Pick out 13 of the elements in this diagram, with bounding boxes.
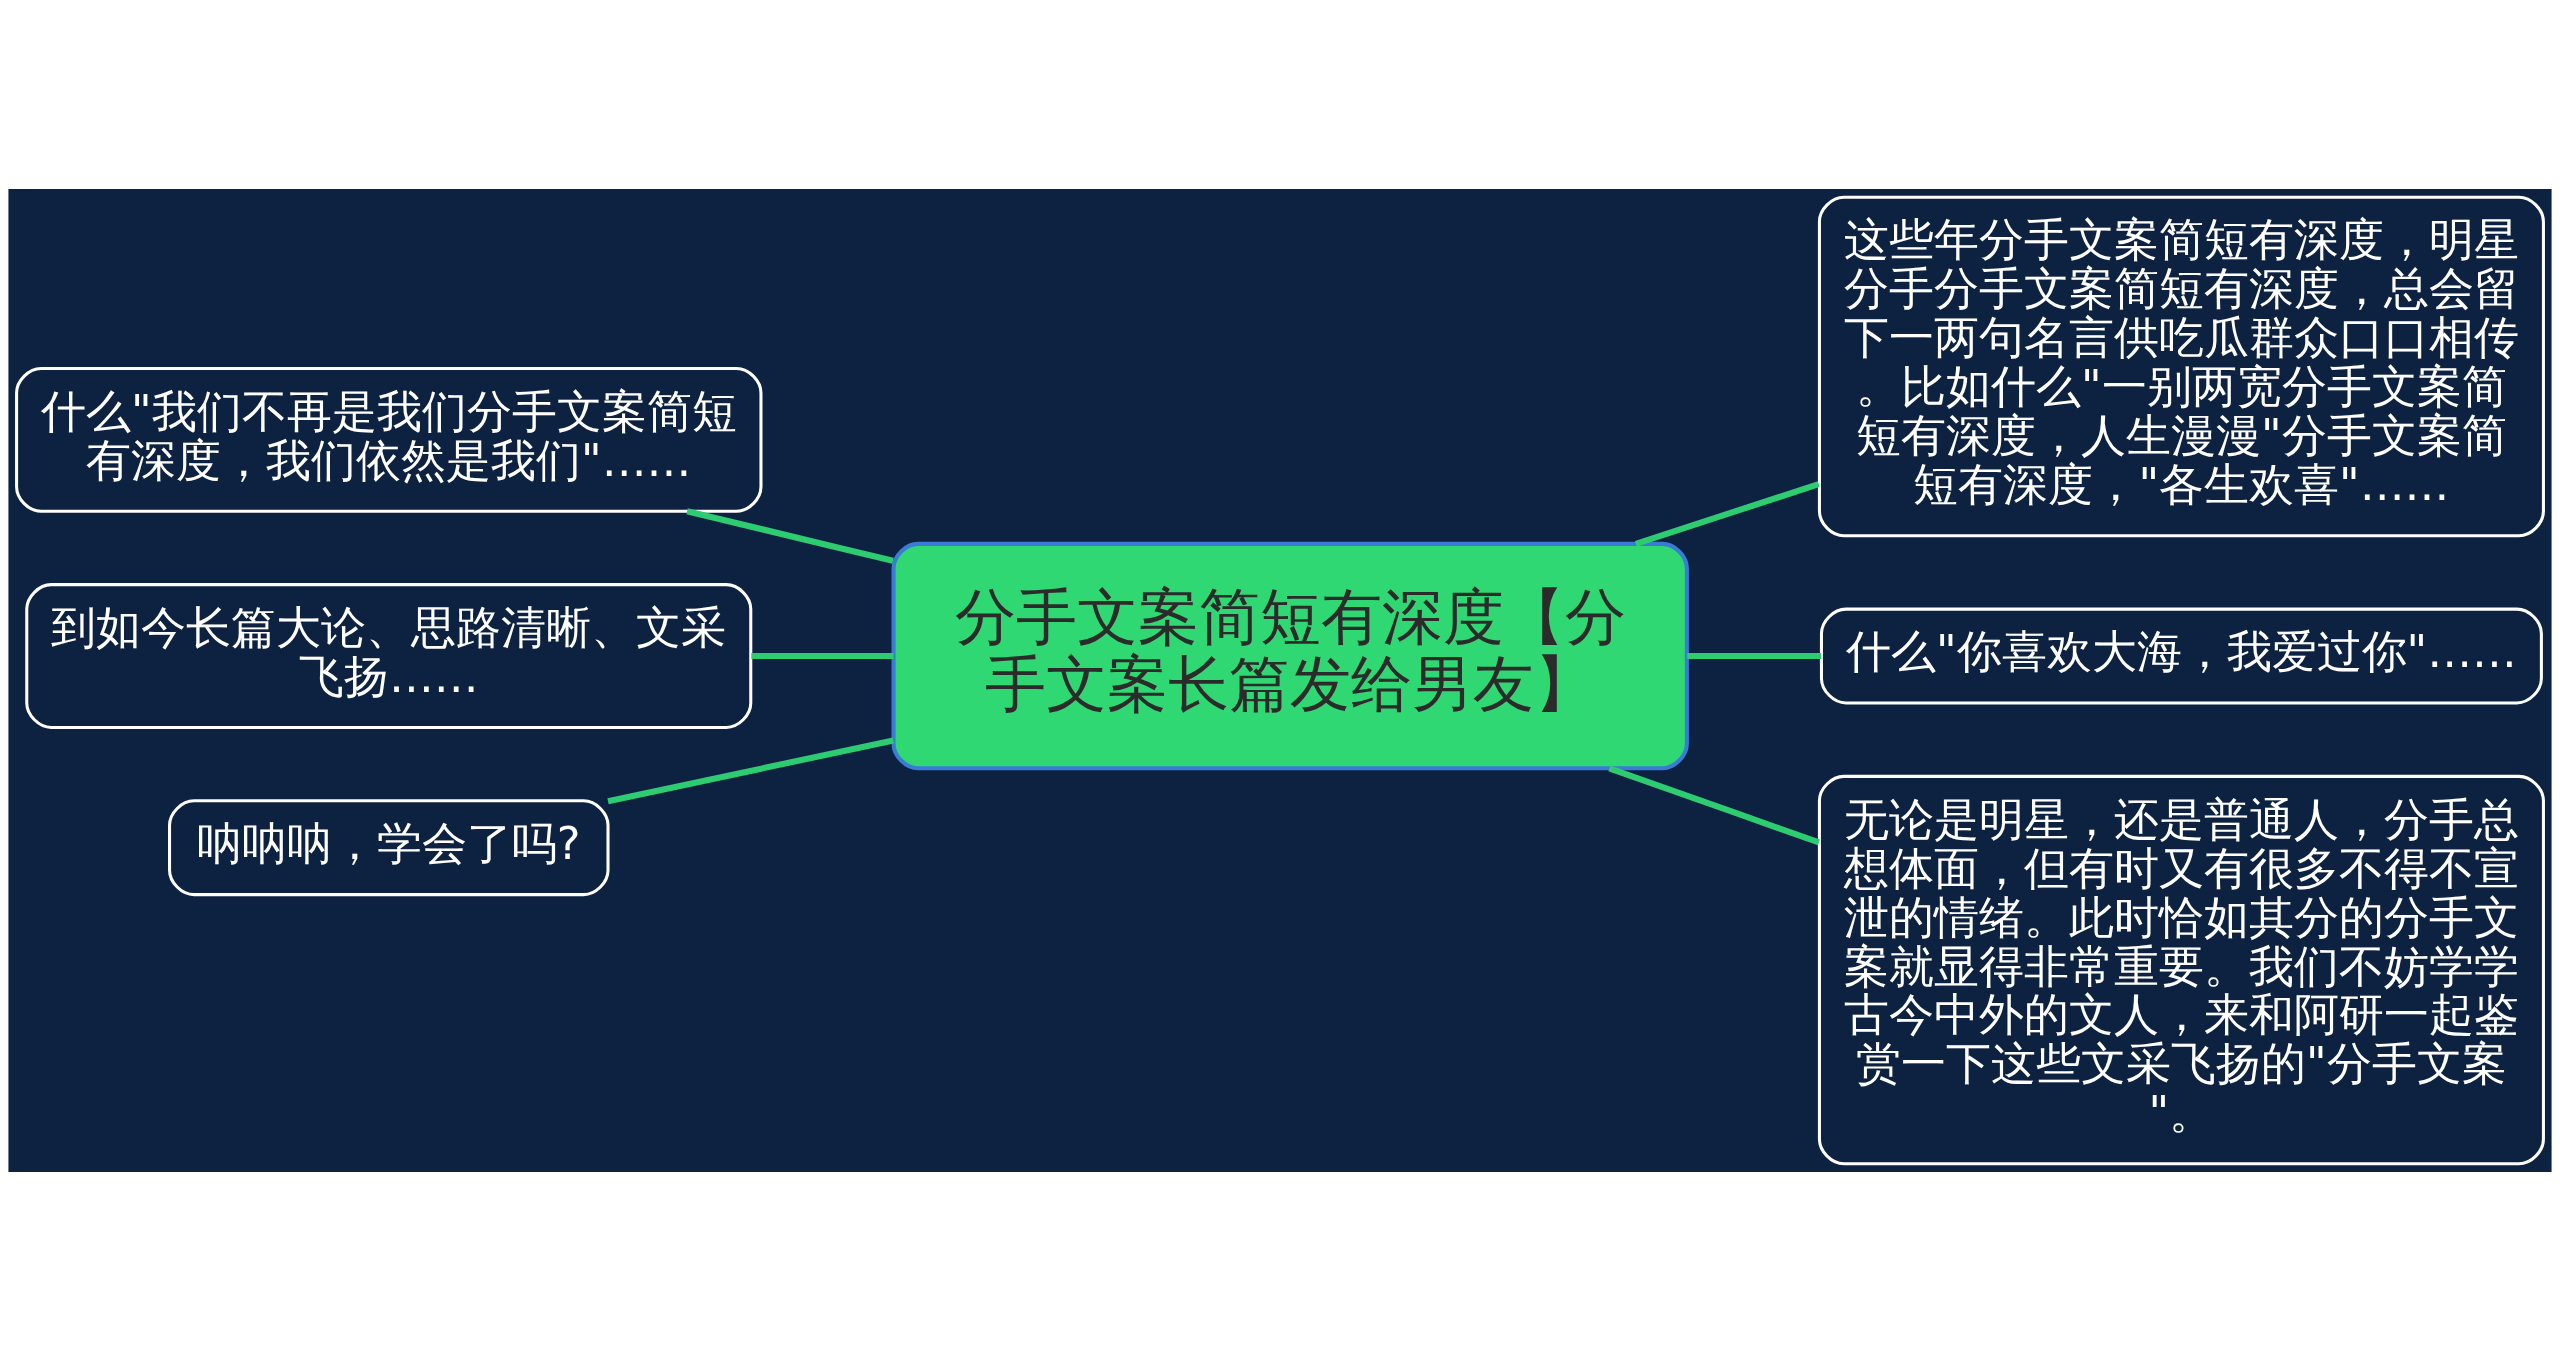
- connector: [751, 652, 894, 660]
- connector: [1608, 765, 1820, 846]
- node-box: 什么"我们不再是我们分手文案简短有深度，我们依然是我们"……: [15, 366, 763, 513]
- node-box: 分手文案简短有深度【分手文案长篇发给男友】: [891, 541, 1689, 771]
- node-box: 呐呐呐，学会了吗?: [168, 799, 610, 897]
- connector: [1634, 481, 1820, 547]
- connector: [607, 737, 894, 805]
- node-box: 这些年分手文案简短有深度，明星分手分手文案简短有深度，总会留下一两句名言供吃瓜群众口口相传。比如什么"一别两宽分手文案简短有深度，人生漫漫"分手文案简短有深度，"各生欢喜"……: [1817, 195, 2545, 538]
- connector: [686, 508, 894, 564]
- node-box: 什么"你喜欢大海，我爱过你"……: [1819, 607, 2543, 705]
- node-box: 无论是明星，还是普通人，分手总想体面，但有时又有很多不得不宣泄的情绪。此时恰如其分的分手文案就显得非常重要。我们不妨学学古今中外的文人，来和阿研一起鉴赏一下这些文采飞扬的"分手文案"。: [1817, 774, 2545, 1166]
- connector: [1687, 652, 1822, 660]
- node-box: 到如今长篇大论、思路清晰、文采飞扬……: [25, 583, 753, 729]
